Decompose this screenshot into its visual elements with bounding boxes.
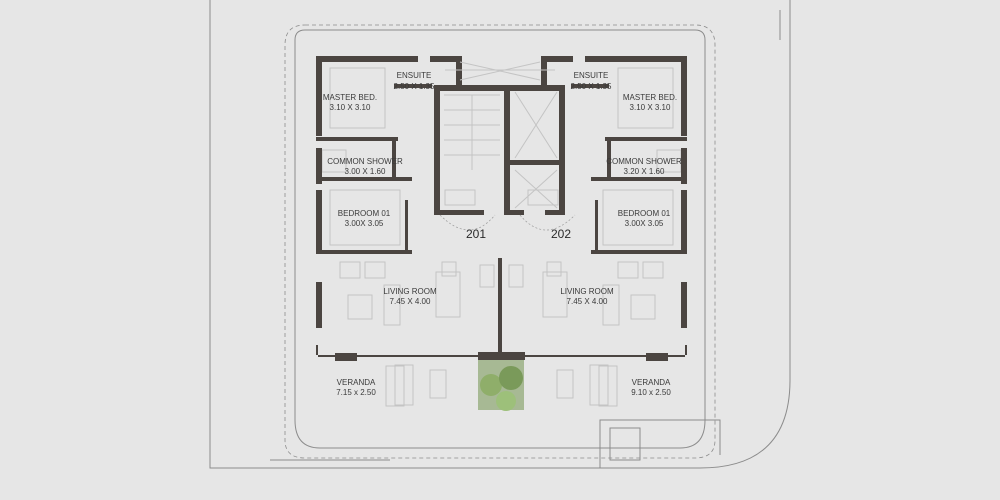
core-wall [498,258,502,355]
room-name: LIVING ROOM [560,287,614,296]
room-name: ENSUITE [574,71,609,80]
core-wall [559,85,565,215]
furniture-item [602,284,620,326]
wall-segment [316,137,398,141]
room-size: 3.00X 3.05 [625,219,664,228]
wall-segment [318,355,478,357]
core-wall [510,160,565,165]
furniture-item [602,189,674,246]
core-wall [478,352,525,360]
core-wall [545,210,565,215]
property-boundary [209,0,791,469]
furniture-item [385,365,405,407]
wall-segment [585,56,687,62]
furniture-item [435,271,461,318]
room-size: 7.45 X 4.00 [390,297,431,306]
walls [316,56,687,361]
core-wall [434,85,440,215]
furniture-item [542,271,568,318]
staircase [439,94,576,231]
room-name: COMMON SHOWER [606,157,682,166]
wall-segment [316,190,322,250]
room-size: 7.45 X 4.00 [567,297,608,306]
wall-segment [316,56,418,62]
shaft [445,61,558,209]
furniture-item [556,369,574,399]
furniture-item [364,261,386,279]
core-wall [434,85,510,91]
wall-segment [541,56,547,88]
room-name: BEDROOM 01 [618,209,671,218]
core-wall [434,210,484,215]
furniture-item [617,67,674,129]
wall-segment [595,200,598,252]
furniture-item [479,264,495,288]
setback-line [284,24,716,459]
wall-segment [430,56,462,62]
wall-segment [525,355,685,357]
room-name: MASTER BED. [323,93,377,102]
wall-segment [681,148,687,184]
core-wall [510,85,565,91]
furniture-item [508,264,524,288]
room-name: BEDROOM 01 [338,209,391,218]
planter [478,360,524,411]
wall-segment [316,282,322,328]
core-wall [504,85,510,215]
wall-segment [316,56,322,136]
room-size: 3.10 X 3.10 [330,103,371,112]
room-size: 3.10 X 3.10 [630,103,671,112]
unit-number-202: 202 [551,227,571,241]
wall-segment [316,250,412,254]
core-wall [510,210,524,215]
furniture-item [598,365,618,407]
wall-segment [316,148,322,184]
wall-segment [316,345,318,355]
furniture-item [617,261,639,279]
furniture-item [383,284,401,326]
wall-segment [607,137,611,177]
furniture-item [429,369,447,399]
furniture-item [546,261,562,277]
room-size: 3.00 X 1.60 [345,167,386,176]
unit-number-201: 201 [466,227,486,241]
wall-segment [681,190,687,250]
wall-segment [456,56,462,88]
furniture-item [347,294,373,320]
room-size: 2.50 X 1.35 [571,82,612,91]
wall-segment [392,137,396,177]
wall-segment [681,282,687,328]
furniture-item [444,189,476,206]
wall-segment [591,177,687,181]
terrace-outline [294,29,706,449]
wall-segment [571,84,609,88]
wall-segment [394,84,432,88]
furniture-item [329,189,401,246]
furniture-item [630,294,656,320]
wall-segment [605,137,687,141]
wall-segment [405,200,408,252]
room-size: 3.00X 3.05 [345,219,384,228]
furniture-item [642,261,664,279]
furniture-item [339,261,361,279]
wall-segment [316,177,412,181]
room-name: VERANDA [632,378,671,387]
furniture-item [441,261,457,277]
room-size: 3.20 X 1.60 [624,167,665,176]
furniture-item [329,67,386,129]
room-name: LIVING ROOM [383,287,437,296]
room-name: ENSUITE [397,71,432,80]
room-name: MASTER BED. [623,93,677,102]
furniture [321,67,682,407]
room-size: 7.15 x 2.50 [336,388,376,397]
room-name: VERANDA [337,378,376,387]
furniture-item [527,189,559,206]
room-name: COMMON SHOWER [327,157,403,166]
wall-segment [591,250,687,254]
wall-segment [541,56,573,62]
room-size: 2.50 X 1.35 [394,82,435,91]
wall-segment [681,56,687,136]
room-size: 9.10 x 2.50 [631,388,671,397]
wall-segment [685,345,687,355]
